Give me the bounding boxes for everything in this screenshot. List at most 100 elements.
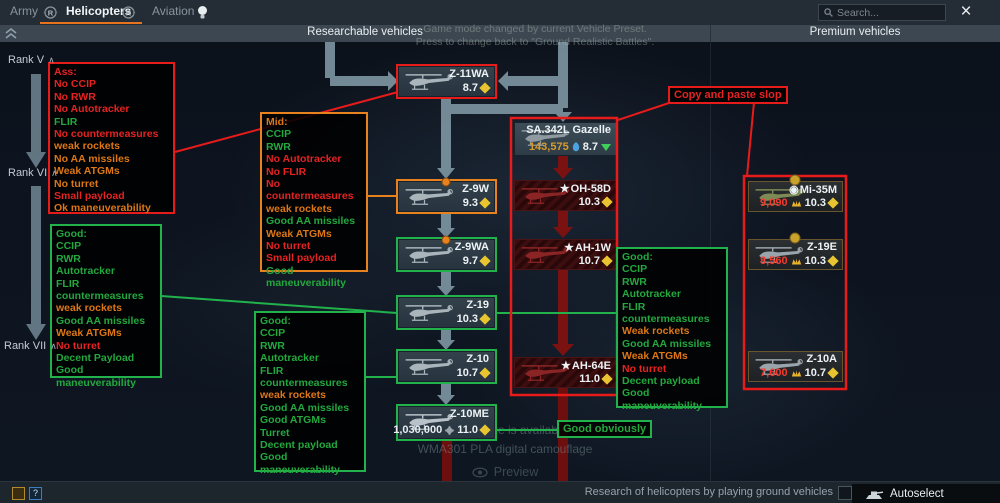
br-arrow-icon — [481, 315, 489, 323]
note-line: Autotracker — [260, 352, 360, 364]
note-line: Small payload — [54, 190, 169, 202]
research-points-icon — [445, 426, 454, 435]
note-line: FLIR — [260, 365, 360, 377]
note-line: No AA missiles — [54, 153, 169, 165]
br-arrow-icon — [603, 375, 611, 383]
note-line: Decent Payload — [56, 352, 156, 364]
vehicle-card-ah-1w[interactable]: ★AH-1W10.7 — [514, 239, 617, 270]
vehicle-card-z-10[interactable]: Z-1010.7 — [398, 351, 495, 382]
br-arrow-icon — [829, 369, 837, 377]
note-z19: Good:CCIPRWRAutotrackerFLIRcountermeasur… — [616, 247, 728, 408]
ground-research-checkbox[interactable] — [838, 486, 852, 500]
vehicle-stats: 143,5758.7 — [529, 141, 611, 153]
vehicle-card-z-19[interactable]: Z-1910.3 — [398, 297, 495, 328]
help-icon[interactable]: ? — [29, 487, 42, 500]
note-line: weak rockets — [54, 140, 169, 152]
vehicle-card-z-9w[interactable]: Z-9W9.3 — [398, 181, 495, 212]
note-z10: Good:CCIPRWRAutotrackerFLIRcountermeasur… — [254, 311, 366, 472]
golden-eagles-price: 9,090 — [760, 197, 788, 209]
vehicle-stats: 9,09010.3 — [760, 197, 837, 209]
vehicle-card-z-11wa[interactable]: Z-11WA 8.7 — [398, 66, 495, 97]
rank-roundel-icon[interactable]: R — [120, 4, 137, 21]
note-line: Decent payload — [260, 439, 360, 451]
vehicle-card-ah-64e[interactable]: ★AH-64E11.0 — [514, 357, 617, 388]
premium-vehicles-header: Premium vehicles — [710, 26, 1000, 38]
vehicle-name-text: Mi-35M — [800, 184, 837, 196]
br-arrow-icon — [829, 199, 837, 207]
battle-rating: 11.0 — [579, 373, 600, 385]
rank-vii-row[interactable]: Rank VII ∧ — [4, 340, 57, 352]
tank-icon — [864, 488, 884, 501]
br-decrease-icon — [601, 144, 611, 151]
note-line: RWR — [266, 141, 362, 153]
helicopter-silhouette-icon — [402, 187, 456, 209]
lightbulb-icon[interactable] — [196, 4, 209, 21]
helicopter-silhouette-icon — [402, 357, 456, 379]
vehicle-card-sa-342l-gazelle[interactable]: SA.342L Gazelle143,5758.7 — [514, 122, 617, 156]
note-z9w: Mid:CCIPRWRNo AutotrackerNo FLIRNo count… — [260, 112, 368, 272]
vehicle-card-z-9wa[interactable]: Z-9WA9.7 — [398, 239, 495, 270]
note-line: weak rockets — [266, 203, 362, 215]
note-line: weak rockets — [260, 389, 360, 401]
battle-rating: 9.3 — [463, 197, 478, 209]
helicopter-silhouette-icon — [402, 72, 456, 94]
tab-aviation[interactable]: Aviation — [152, 4, 194, 18]
vehicle-name: Z-10A — [806, 353, 837, 365]
br-arrow-icon — [481, 369, 489, 377]
vehicle-card-mi-35m[interactable]: ◉Mi-35M9,09010.3 — [748, 181, 843, 212]
note-line: Autotracker — [56, 265, 156, 277]
search-input[interactable]: Search... — [818, 4, 946, 21]
golden-eagles-icon — [791, 257, 802, 266]
vehicle-stats: 8.7 — [463, 82, 489, 94]
note-line: Weak ATGMs — [622, 350, 722, 362]
researchable-vehicles-header: Researchable vehicles — [20, 26, 710, 38]
autoselect-button[interactable]: Autoselect — [852, 484, 1000, 503]
ground-research-label: Research of helicopters by playing groun… — [585, 486, 833, 498]
vehicle-stats: 9.3 — [463, 197, 489, 209]
vehicle-name: ★AH-64E — [561, 359, 611, 372]
battle-rating: 11.0 — [457, 424, 478, 436]
note-line: Good maneuverability — [622, 387, 722, 412]
vehicle-name: Z-11WA — [449, 68, 489, 80]
golden-eagles-price: 8,560 — [760, 255, 788, 267]
note-line: CCIP — [56, 240, 156, 252]
close-button[interactable]: × — [955, 1, 977, 23]
active-tab-underline — [40, 22, 142, 24]
note-line: Weak ATGMs — [54, 165, 169, 177]
vehicle-name: Z-19 — [466, 299, 489, 311]
vehicle-name: Z-9WA — [455, 241, 489, 253]
note-line: CCIP — [266, 128, 362, 140]
vehicle-card-oh-58d[interactable]: ★OH-58D10.3 — [514, 180, 617, 211]
rank-roundel-icon[interactable]: R — [42, 4, 59, 21]
vehicle-card-z-19e[interactable]: Z-19E8,56010.3 — [748, 239, 843, 270]
svg-text:R: R — [126, 8, 132, 17]
svg-text:R: R — [48, 8, 54, 17]
vehicle-card-z-10me[interactable]: Z-10ME1,030,00011.0 — [398, 406, 495, 439]
silver-lions-price: 143,575 — [529, 141, 569, 153]
vehicle-name-text: Z-10 — [466, 353, 489, 365]
rank-v-row[interactable]: Rank V ∧ — [8, 54, 55, 66]
note-line: Good AA missiles — [266, 215, 362, 227]
golden-eagles-icon — [791, 199, 802, 208]
note-line: No turret — [56, 340, 156, 352]
note-line: Good AA missiles — [56, 315, 156, 327]
helicopter-silhouette-icon — [402, 303, 456, 325]
rank-vi-row[interactable]: Rank VI ∧ — [8, 167, 58, 179]
note-line: No turret — [622, 363, 722, 375]
tab-army[interactable]: Army — [10, 4, 38, 18]
nation-top-bar: Army R Helicopters R Aviation Search... … — [0, 0, 1000, 25]
vehicle-card-z-10a[interactable]: Z-10A7,60010.7 — [748, 351, 843, 382]
note-line: RWR — [56, 253, 156, 265]
note-line: Good: — [56, 228, 156, 240]
br-arrow-icon — [603, 257, 611, 265]
golden-eagles-price: 7,600 — [760, 367, 788, 379]
helicopter-silhouette-icon — [402, 245, 456, 267]
squadron-star-icon: ★ — [564, 242, 574, 254]
br-arrow-icon — [481, 199, 489, 207]
vehicle-stats: 1,030,00011.0 — [393, 424, 489, 436]
note-line: Turret — [260, 427, 360, 439]
collapse-all-chevron-icon[interactable] — [4, 27, 18, 40]
squadron-star-icon: ★ — [560, 183, 570, 195]
mini-gold-icon[interactable] — [12, 487, 25, 500]
vehicle-name-text: Z-10ME — [450, 408, 489, 420]
